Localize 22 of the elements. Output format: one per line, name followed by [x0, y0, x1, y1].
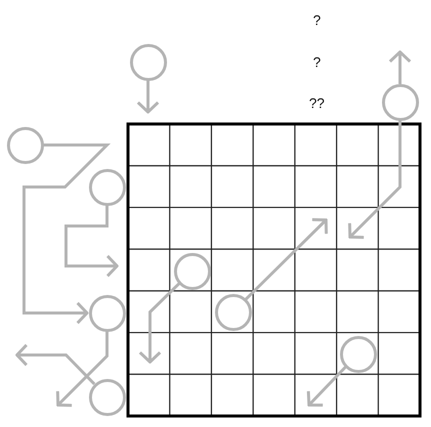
circle-marker: [88, 378, 126, 416]
circle-marker: [214, 294, 252, 330]
arrow: [22, 144, 111, 324]
circle-marker: [340, 336, 376, 372]
arrow: [388, 50, 412, 84]
arrow: [348, 120, 402, 239]
question-mark: ?: [313, 54, 321, 70]
arrow: [244, 218, 328, 300]
arrow: [138, 282, 180, 364]
arrow: [56, 331, 108, 407]
circle-marker: [174, 252, 210, 290]
question-mark: ?: [313, 12, 321, 28]
circle-marker: [130, 44, 166, 80]
arrow: [64, 205, 118, 278]
arrow: [16, 344, 96, 386]
circle-marker: [382, 84, 418, 120]
arrow: [306, 366, 347, 407]
question-marks: ??: [309, 95, 325, 111]
circle-marker: [88, 294, 126, 332]
circle-marker: [6, 126, 44, 164]
arrow: [136, 80, 160, 114]
circle-marker: [88, 168, 126, 206]
